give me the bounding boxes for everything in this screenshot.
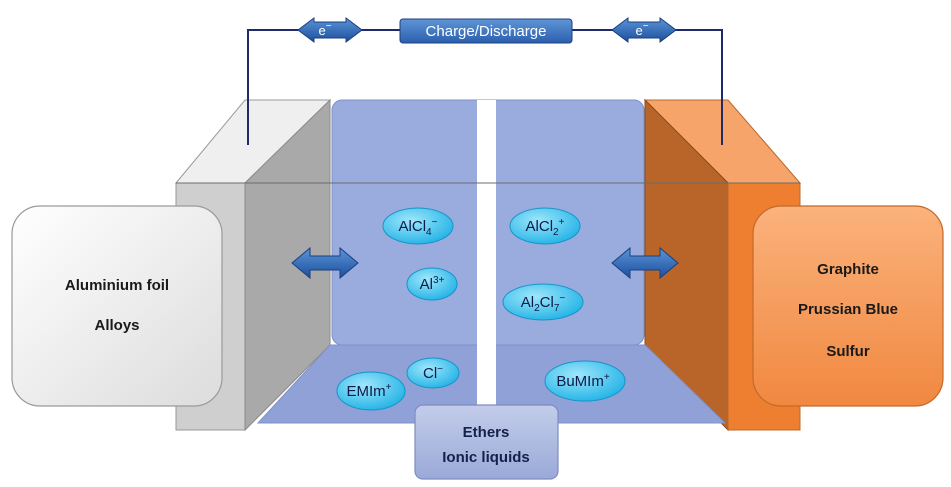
svg-text:e−: e−	[318, 21, 331, 38]
ion-al3: Al3+	[406, 267, 458, 301]
svg-text:Al3+: Al3+	[420, 275, 445, 293]
separator	[477, 100, 496, 425]
ion-al2cl7: Al2Cl7−	[502, 283, 584, 321]
ion-emim: EMIm+	[336, 371, 406, 411]
svg-text:AlCl2+: AlCl2+	[526, 217, 565, 238]
electron-left-text: e	[318, 23, 325, 38]
svg-text:Cl−: Cl−	[423, 364, 443, 382]
ion-alcl2: AlCl2+	[509, 207, 581, 245]
svg-text:AlCl4−: AlCl4−	[399, 217, 438, 238]
cathode-line2: Prussian Blue	[798, 301, 898, 318]
electron-arrow-left: e−	[297, 17, 363, 43]
charge-discharge-label: Charge/Discharge	[399, 18, 573, 44]
anode-line1: Aluminium foil	[65, 277, 169, 294]
svg-text:EMIm+: EMIm+	[346, 382, 391, 400]
ion-cl: Cl−	[406, 357, 460, 389]
ion-arrow-left	[291, 246, 359, 280]
cathode-line3: Sulfur	[826, 343, 869, 360]
electrolyte-label-box: Ethers Ionic liquids	[414, 404, 559, 480]
electron-left-sup: −	[326, 21, 332, 32]
cathode-materials-box: Graphite Prussian Blue Sulfur	[752, 205, 944, 407]
charge-discharge-text: Charge/Discharge	[426, 23, 547, 40]
electron-right-text: e	[635, 23, 642, 38]
electron-right-sup: −	[643, 21, 649, 32]
electrolyte-line2: Ionic liquids	[442, 449, 530, 466]
ion-alcl4: AlCl4−	[382, 207, 454, 245]
anode-materials-box: Aluminium foil Alloys	[11, 205, 223, 407]
svg-text:BuMIm+: BuMIm+	[556, 372, 610, 390]
anode-line2: Alloys	[94, 317, 139, 334]
ion-arrow-right	[611, 246, 679, 280]
cathode-line1: Graphite	[817, 261, 879, 278]
ion-bumim: BuMIm+	[544, 360, 626, 402]
svg-text:Al2Cl7−: Al2Cl7−	[521, 293, 566, 314]
svg-text:e−: e−	[635, 21, 648, 38]
electrolyte-line1: Ethers	[463, 424, 510, 441]
electron-arrow-right: e−	[611, 17, 677, 43]
